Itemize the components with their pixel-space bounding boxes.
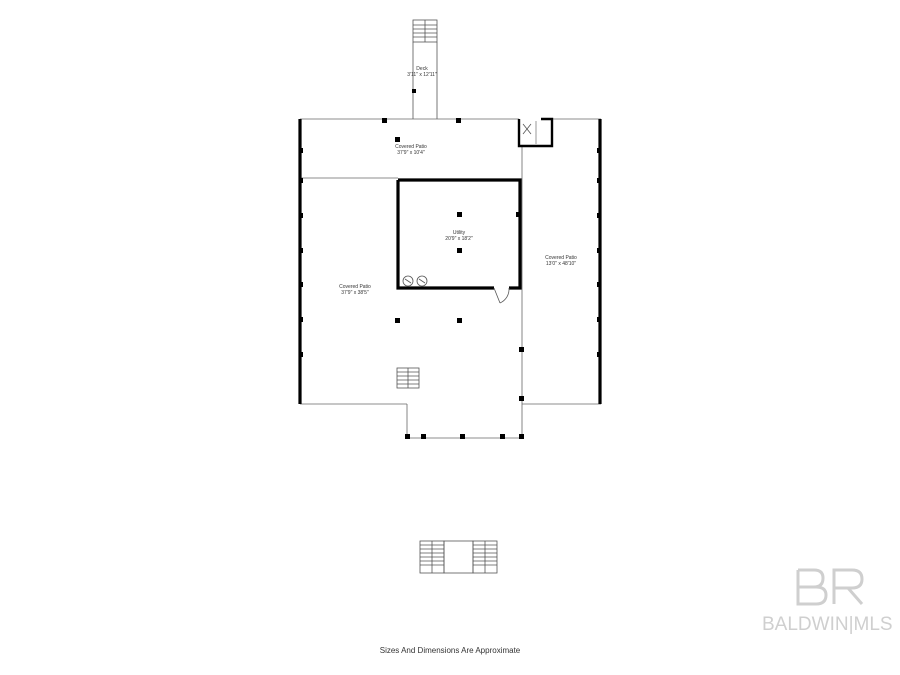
utility-walls	[396, 178, 522, 290]
room-dimensions: 37'9" x 38'5"	[341, 290, 369, 296]
room-label-covered-patio-top: Covered Patio 37'9" x 10'4"	[395, 144, 427, 156]
room-label-utility: Utility 20'9" x 18'2"	[445, 230, 472, 242]
room-label-deck: Deck 3'11" x 12'11"	[407, 66, 436, 78]
room-dimensions: 20'9" x 18'2"	[445, 236, 473, 242]
deck-post	[412, 89, 416, 93]
room-name: Utility	[452, 230, 466, 236]
room-name: Covered Patio	[339, 284, 371, 290]
room-name: Covered Patio	[395, 144, 427, 150]
bottom-stairs	[419, 540, 498, 574]
room-dimensions: 37'9" x 10'4"	[397, 150, 425, 156]
posts	[299, 118, 601, 439]
room-dimensions: 3'11" x 12'11"	[407, 72, 437, 78]
room-name: Deck	[416, 66, 428, 72]
room-name: Covered Patio	[545, 255, 577, 261]
baldwin-mls-logo-icon	[796, 568, 864, 606]
utility-door	[493, 287, 510, 304]
footer-note: Sizes And Dimensions Are Approximate	[379, 646, 521, 655]
patio-outline	[300, 118, 601, 439]
top-stair	[412, 19, 438, 43]
room-label-covered-patio-right: Covered Patio 13'0" x 48'10"	[545, 255, 577, 267]
room-label-covered-patio-left: Covered Patio 37'9" x 38'5"	[339, 284, 371, 296]
interior-stair	[396, 367, 420, 389]
water-heaters	[402, 275, 428, 287]
closet	[517, 117, 554, 148]
watermark-text: BALDWIN|MLS	[762, 614, 893, 635]
room-dimensions: 13'0" x 48'10"	[545, 261, 577, 267]
deck-outline	[412, 42, 438, 119]
